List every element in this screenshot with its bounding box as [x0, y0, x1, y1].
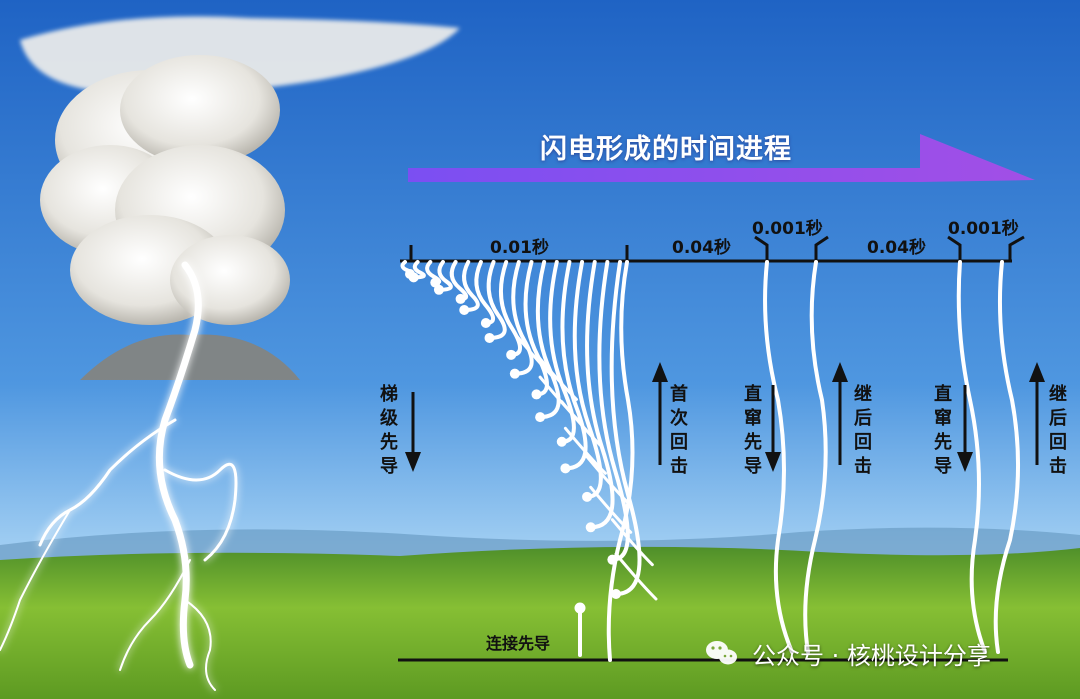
return-stroke-channels — [606, 260, 1020, 662]
leader-tip — [560, 463, 571, 474]
leader-tip — [480, 317, 491, 328]
leader-tip — [408, 272, 419, 283]
leader-branch — [614, 552, 658, 601]
connecting-leader-channel — [574, 602, 586, 657]
wechat-icon — [706, 641, 737, 665]
arrow-down-icon — [957, 385, 973, 472]
duration-label: 0.04秒 — [672, 238, 731, 258]
timeline-tick — [1008, 235, 1025, 261]
leader-tip — [509, 368, 520, 379]
leader-snapshot — [597, 260, 630, 562]
arrow-up-icon — [652, 362, 668, 465]
time-arrow — [408, 134, 1035, 182]
first-return-channel — [606, 260, 635, 662]
leader-tip — [556, 436, 567, 447]
phase-label-connecting-leader: 连接先导 — [486, 634, 551, 653]
arrow-up-icon — [832, 362, 848, 465]
leader-tip — [585, 522, 596, 533]
stepped-leader-fan — [400, 260, 658, 601]
leader-snapshot — [560, 260, 588, 471]
timeline — [400, 235, 1025, 263]
leader-tip — [535, 412, 546, 423]
leader-branch — [610, 518, 654, 567]
leader-snapshot — [486, 260, 507, 340]
leader-snapshot — [462, 260, 480, 312]
arrow-up-icon — [1029, 362, 1045, 465]
phase-label-subsequent-return: 继后回击 — [854, 384, 872, 477]
return-channel-1 — [803, 260, 828, 654]
leader-tip — [531, 389, 542, 400]
arrow-down-icon — [405, 392, 421, 472]
phase-label-first-return: 首次回击 — [670, 384, 688, 477]
leader-branch — [563, 426, 607, 475]
duration-label: 0.04秒 — [867, 238, 926, 258]
leader-snapshot — [411, 260, 426, 280]
timeline-tick — [947, 235, 962, 261]
phase-label-stepped-leader: 梯级先导 — [380, 384, 398, 477]
timeline-tick — [754, 235, 769, 261]
watermark-text: 公众号 · 核桃设计分享 — [752, 642, 991, 670]
diagram-title: 闪电形成的时间进程 — [540, 134, 792, 165]
phase-arrows — [405, 362, 1045, 472]
watermark: 公众号 · 核桃设计分享 — [708, 636, 991, 671]
storm-cloud — [20, 16, 460, 380]
leader-tip — [506, 349, 517, 360]
return-channel-2 — [993, 260, 1020, 654]
timeline-tick — [814, 235, 829, 261]
grass-field — [0, 546, 1080, 699]
leader-snapshot — [498, 260, 522, 357]
duration-label: 0.001秒 — [752, 219, 823, 239]
lightning-bolt — [0, 261, 238, 691]
leader-snapshot — [609, 260, 642, 596]
duration-label: 0.01秒 — [490, 238, 549, 258]
leader-tip — [484, 332, 495, 343]
leader-snapshot — [572, 260, 603, 499]
phase-label-subsequent-return: 继后回击 — [1049, 384, 1067, 477]
leader-tip — [455, 293, 466, 304]
dart-channel-2 — [956, 260, 987, 654]
duration-label: 0.001秒 — [948, 219, 1019, 239]
leader-tip — [433, 284, 444, 295]
dart-channel-1 — [763, 260, 794, 654]
phase-label-dart-leader: 直窜先导 — [934, 384, 952, 477]
phase-label-dart-leader: 直窜先导 — [744, 384, 762, 477]
leader-snapshot — [511, 260, 534, 376]
leader-snapshot — [585, 260, 615, 530]
leader-snapshot — [436, 260, 453, 292]
leader-tip — [459, 304, 470, 315]
leader-tip — [582, 491, 593, 502]
arrow-down-icon — [765, 385, 781, 472]
leader-snapshot — [474, 260, 496, 325]
leader-tip — [611, 589, 621, 599]
leader-snapshot — [535, 260, 561, 420]
